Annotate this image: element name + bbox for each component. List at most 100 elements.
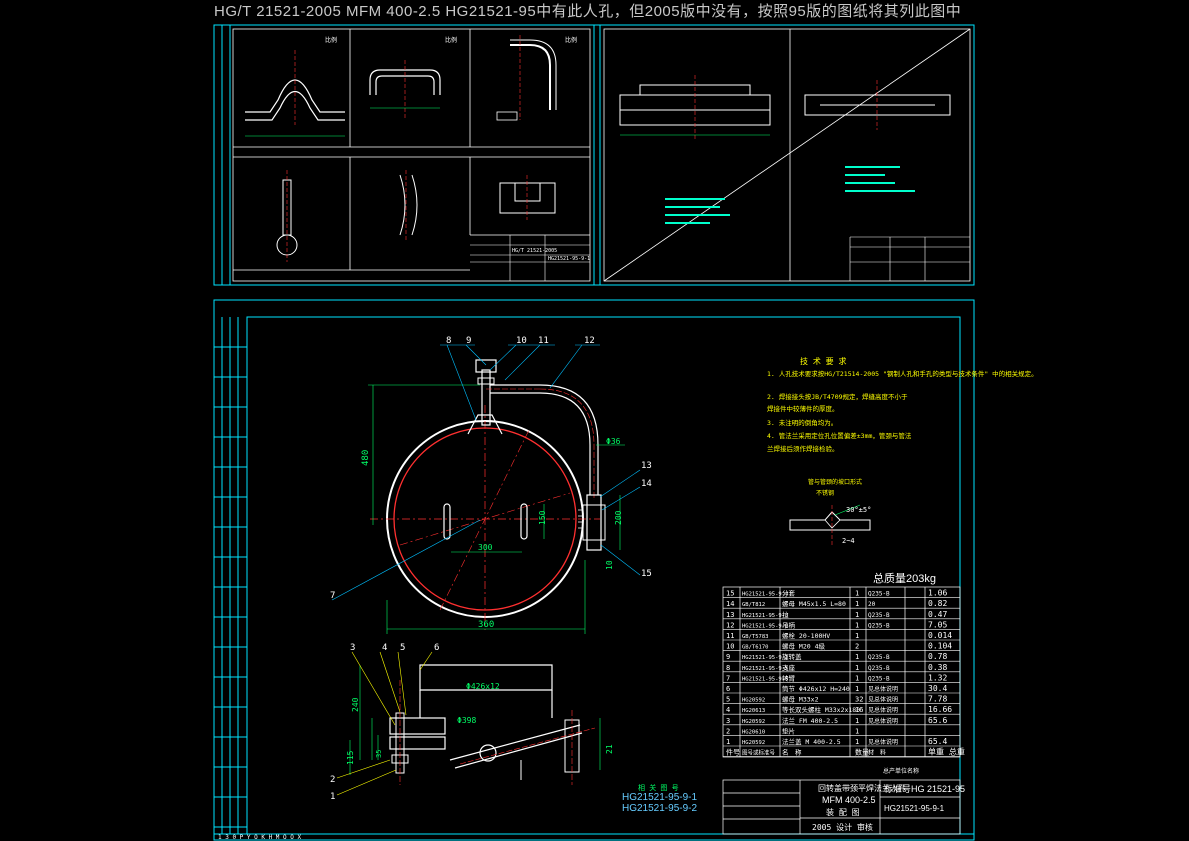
title-name-3: 装 配 图 [826, 807, 860, 817]
bom-cell-wt: 30.4 [928, 684, 947, 693]
bom-cell-name: 垫片 [782, 726, 795, 735]
bom-cell-qty: 1 [855, 717, 859, 725]
bom-cell-wt: 65.6 [928, 716, 947, 725]
manhole-plan-view: 480 360 300 Φ36 150 200 10 8 9 10 11 12 … [330, 336, 652, 634]
bom-cell-wt: 0.78 [928, 652, 947, 661]
bom-cell-code: HG21521-95-9-2 [742, 623, 788, 629]
dim-300: 300 [478, 543, 493, 552]
thumbnail-sheet-left: HG/T 21521-2005 HG21521-95-9-1 比例 比例 比例 [232, 28, 591, 282]
technical-requirements: 技 术 要 求 1. 人孔技术要求按HG/T21514-2005 "钢制人孔和手… [767, 356, 1038, 545]
bom-cell-name: 法兰盖 M 400-2.5 [782, 737, 841, 746]
manhole-section-view: Φ426x12 Φ398 240 115 35 21 3 4 5 6 2 1 [330, 643, 614, 802]
margin-strip-text: 1 3 0 P Y O K H M O O X [218, 834, 301, 841]
bom-cell-qty: 1 [855, 727, 859, 735]
bom-cell-code: 图号或标准号 [742, 749, 776, 757]
bom-cell-name: 支座 [782, 663, 796, 672]
bom-cell-no: 7 [726, 674, 730, 682]
tech-req-1: 1. 人孔技术要求按HG/T21514-2005 "钢制人孔和手孔的类型与技术条… [767, 369, 1038, 378]
dim-10: 10 [605, 560, 614, 570]
bom-cell-name: 转臂 [782, 673, 796, 682]
bom-cell-wt: 单重 总重 [928, 747, 965, 757]
bom-cell-code: HG20592 [742, 698, 765, 704]
title-block [722, 779, 961, 835]
title-name-1: 回转盖带颈平焊法兰人孔 [818, 783, 906, 793]
bom-cell-name: 名 称 [782, 748, 802, 757]
part-label-6: 6 [434, 643, 439, 653]
tech-req-4: 4. 管法兰采用定位孔位置偏差±3mm，管颈与管法 [767, 431, 912, 440]
weld-note: 管与管颈的坡口形式 [808, 478, 862, 486]
dim-phi426: Φ426x12 [466, 682, 500, 691]
bom-cell-qty: 1 [855, 674, 859, 682]
bom-cell-code: GB/T6170 [742, 645, 769, 651]
dim-240: 240 [351, 697, 360, 712]
part-label-13: 13 [641, 461, 652, 471]
thumbnail-sheet-right [603, 28, 971, 282]
part-label-1: 1 [330, 792, 335, 802]
part-label-15: 15 [641, 569, 652, 579]
bom-cell-code: HG21521-95-9-1 [742, 655, 788, 661]
bom-cell-code: HG21521-95-9-3 [742, 613, 788, 619]
total-weight: 总质量203kg [873, 571, 936, 585]
bom-cell-name: 旋转盖 [782, 652, 802, 661]
bom-cell-qty: 1 [855, 590, 859, 598]
dim-480: 480 [361, 450, 371, 466]
bom-cell-wt: 7.78 [928, 695, 947, 704]
tech-req-2: 2. 焊接接头按JB/T4709规定，焊缝高度不小于 [767, 392, 908, 401]
dim-35: 35 [375, 750, 383, 758]
bom-cell-code: HG21521-95-9-4 [742, 592, 789, 598]
bom-cell-name: 螺栓 20-100HV [782, 631, 830, 640]
bom-cell-mat: 见总体说明 [868, 706, 898, 714]
bom-cell-no: 5 [726, 696, 730, 704]
tech-req-4b: 兰焊接后须作焊接检验。 [767, 444, 839, 453]
bom-cell-mat: 20 [868, 601, 876, 608]
bom-cell-wt: 1.32 [928, 673, 947, 682]
bom-cell-code: GB/T812 [742, 602, 765, 608]
title-standard: 标准号HG 21521-95 [884, 783, 965, 794]
bom-cell-mat: 材 料 [868, 749, 886, 757]
sheet-frame [213, 24, 975, 841]
bom-cell-mat: Q235-B [868, 591, 890, 598]
bom-cell-mat: Q235-B [868, 654, 890, 661]
bom-cell-code: HG20592 [742, 719, 765, 725]
bom-cell-code: HG20613 [742, 708, 765, 714]
title-name-2: MFM 400-2.5 [822, 795, 876, 805]
bom-cell-no: 9 [726, 653, 730, 661]
bom-cell-no: 1 [726, 738, 730, 746]
weld-sub: 不锈钢 [816, 489, 834, 497]
bom-cell-wt: 0.47 [928, 610, 947, 619]
bom-cell-no: 14 [726, 600, 734, 608]
bom-cell-name: 法兰 FM 400-2.5 [782, 716, 838, 725]
bom-cell-qty: 1 [855, 600, 859, 608]
bom-cell-wt: 0.104 [928, 642, 952, 651]
tech-req-3: 3. 未注明的倒角均为。 [767, 418, 837, 427]
bom-cell-qty: 1 [855, 632, 859, 640]
bom-cell-wt: 16.66 [928, 705, 952, 714]
bom-cell-no: 12 [726, 621, 734, 629]
bom-cell-no: 4 [726, 706, 730, 714]
bom-cell-wt: 0.82 [928, 599, 947, 608]
part-label-7: 7 [330, 591, 335, 601]
part-label-10: 10 [516, 336, 527, 346]
bom-cell-qty: 1 [855, 685, 859, 693]
dim-21: 21 [605, 744, 614, 754]
bom-cell-name: 分套 [782, 589, 796, 598]
part-label-3: 3 [350, 643, 355, 653]
bom-cell-mat: Q235-B [868, 612, 890, 619]
bom-cell-mat: Q235-B [868, 665, 890, 672]
part-label-2: 2 [330, 775, 335, 785]
dim-360: 360 [478, 620, 494, 630]
part-label-14: 14 [641, 479, 652, 489]
bom-cell-mat: 见总体说明 [868, 738, 898, 746]
bom-cell-no: 8 [726, 664, 730, 672]
weld-gap: 2~4 [842, 537, 855, 545]
bom-cell-wt: 7.05 [928, 620, 947, 629]
bom-cell-name: 拉 [782, 610, 789, 619]
part-label-8: 8 [446, 336, 451, 346]
related-drawings: 相 关 图 号 HG21521-95-9-1 HG21521-95-9-2 [622, 783, 697, 814]
dim-200: 200 [614, 510, 623, 525]
bom-cell-qty: 2 [855, 643, 859, 651]
title-footer: 2005 设计 审核 [812, 822, 873, 832]
part-label-9: 9 [466, 336, 471, 346]
